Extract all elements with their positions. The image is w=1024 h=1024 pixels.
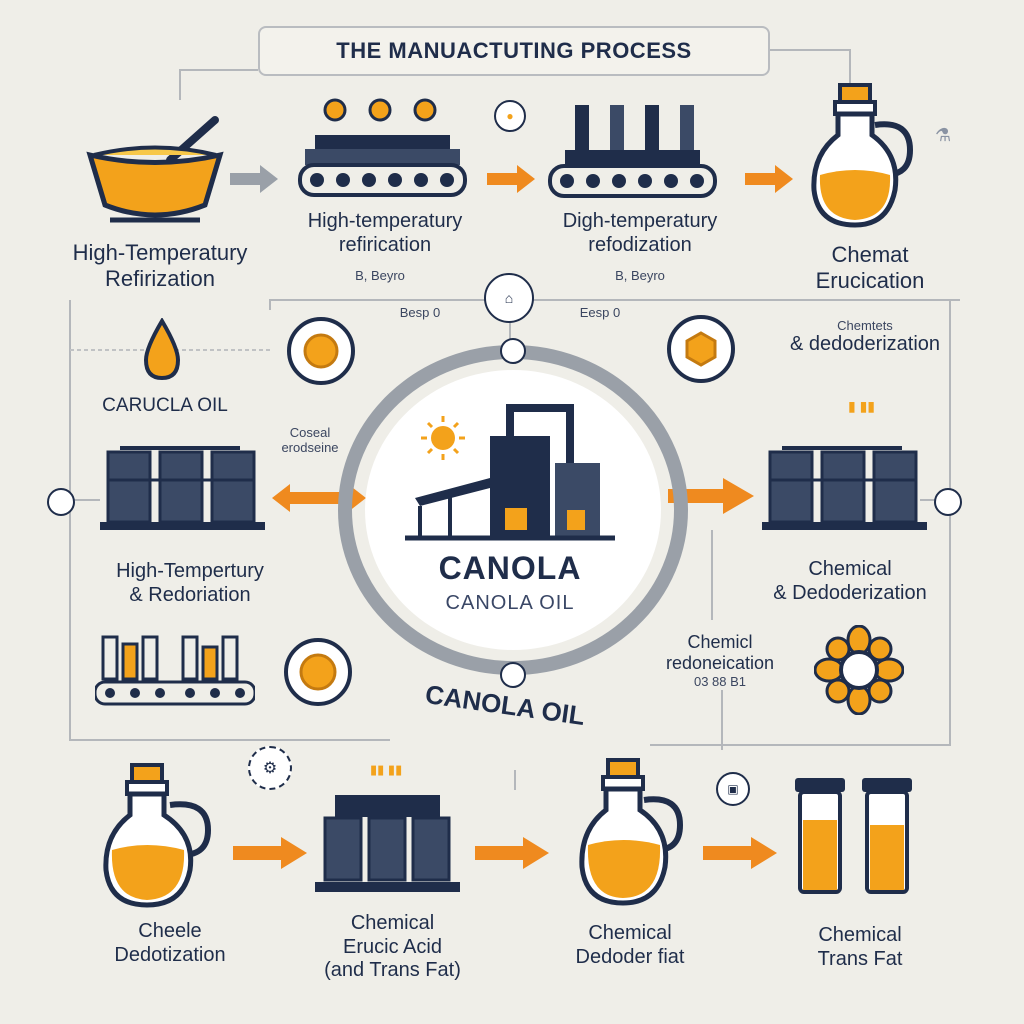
coseal-label: Coseal erodseine [281,425,339,456]
sun-icon [421,416,465,460]
center-title: CANOLA [438,550,582,586]
arrow-gray-1 [230,165,278,193]
right-node-dot [934,488,962,516]
column-rack-icon [95,635,255,706]
right-deodor-label: Chemtets & dedoderization [789,318,941,356]
mixing-bowl-icon [86,116,224,223]
step2-note: B, Beyro [355,268,405,283]
bottom4-label: Chemical Trans Fat [817,924,903,970]
bottom-left-badge: ⚙ [248,746,292,790]
step-left-note: Besp 0 [399,305,441,320]
bottom3-label: Chemical Dedoder fiat [575,922,685,968]
page-title: THE MANUACTUTING PROCESS [258,26,770,76]
small-flask-icon: ⚗ [935,125,952,145]
oil-dots-icon: ▮ ▮▮ [848,398,876,414]
flower-badge-icon [814,625,904,715]
oil-jug-icon [811,83,914,228]
step3-note: B, Beyro [615,268,665,283]
refinery-plant-icon [405,404,615,541]
oil-jug-bottom-1-icon [103,763,212,908]
arrow-bottom-3 [703,837,777,869]
storage-tanks-right-icon [762,446,927,530]
step2-label: High-temperatury refirication [307,210,463,256]
storage-tanks-left-icon [100,446,265,530]
bottom-oil-dots-icon: ▮▮ ▮▮ [370,762,403,777]
arrow-bottom-1 [233,837,307,869]
oil-jug-bottom-2-icon [579,758,684,906]
test-tubes-icon [795,778,912,894]
center-subtitle: CANOLA OIL [445,592,575,614]
arrow-orange-1 [487,165,535,193]
arrow-double-left [272,484,366,512]
ring-top-dot [500,338,526,364]
left-node-dot [47,488,75,516]
factory-stacks-icon [548,105,717,198]
step-right-note: Eesp 0 [579,305,621,320]
bottom1-label: Cheele Dedotization [114,920,226,966]
step1-label: High-Temperatury Refirization [72,240,248,291]
seed-medallion-right-icon [667,315,735,383]
step3-label: Digh-temperatury refodization [562,210,718,256]
bottom-right-badge: ▣ [716,772,750,806]
chem-note-label: Chemicl redoneication 03 88 B1 [665,632,775,690]
arrow-bottom-2 [475,837,549,869]
seed-medallion-lower-icon [284,638,352,706]
top-chip-icon: ⌂ [484,273,534,323]
step4-label: Chemat Erucication [815,242,925,293]
arrow-right-mid [668,478,754,514]
seed-medallion-left-icon [287,317,355,385]
left-tank-label: High-Tempertury & Redoriation [116,560,264,606]
arrow-orange-2 [745,165,793,193]
badge-icon: ● [494,100,526,132]
right-tank-label: Chemical & Dedoderization [773,558,927,604]
canula-oil-label: CARUCLA OIL [102,395,228,416]
bottom2-label: Chemical Erucic Acid (and Trans Fat) [324,912,461,982]
oil-drop-icon [143,318,181,381]
ring-bottom-dot [500,662,526,688]
tank-array-bottom-icon [315,795,460,892]
refinery-conveyor-icon [298,98,467,197]
